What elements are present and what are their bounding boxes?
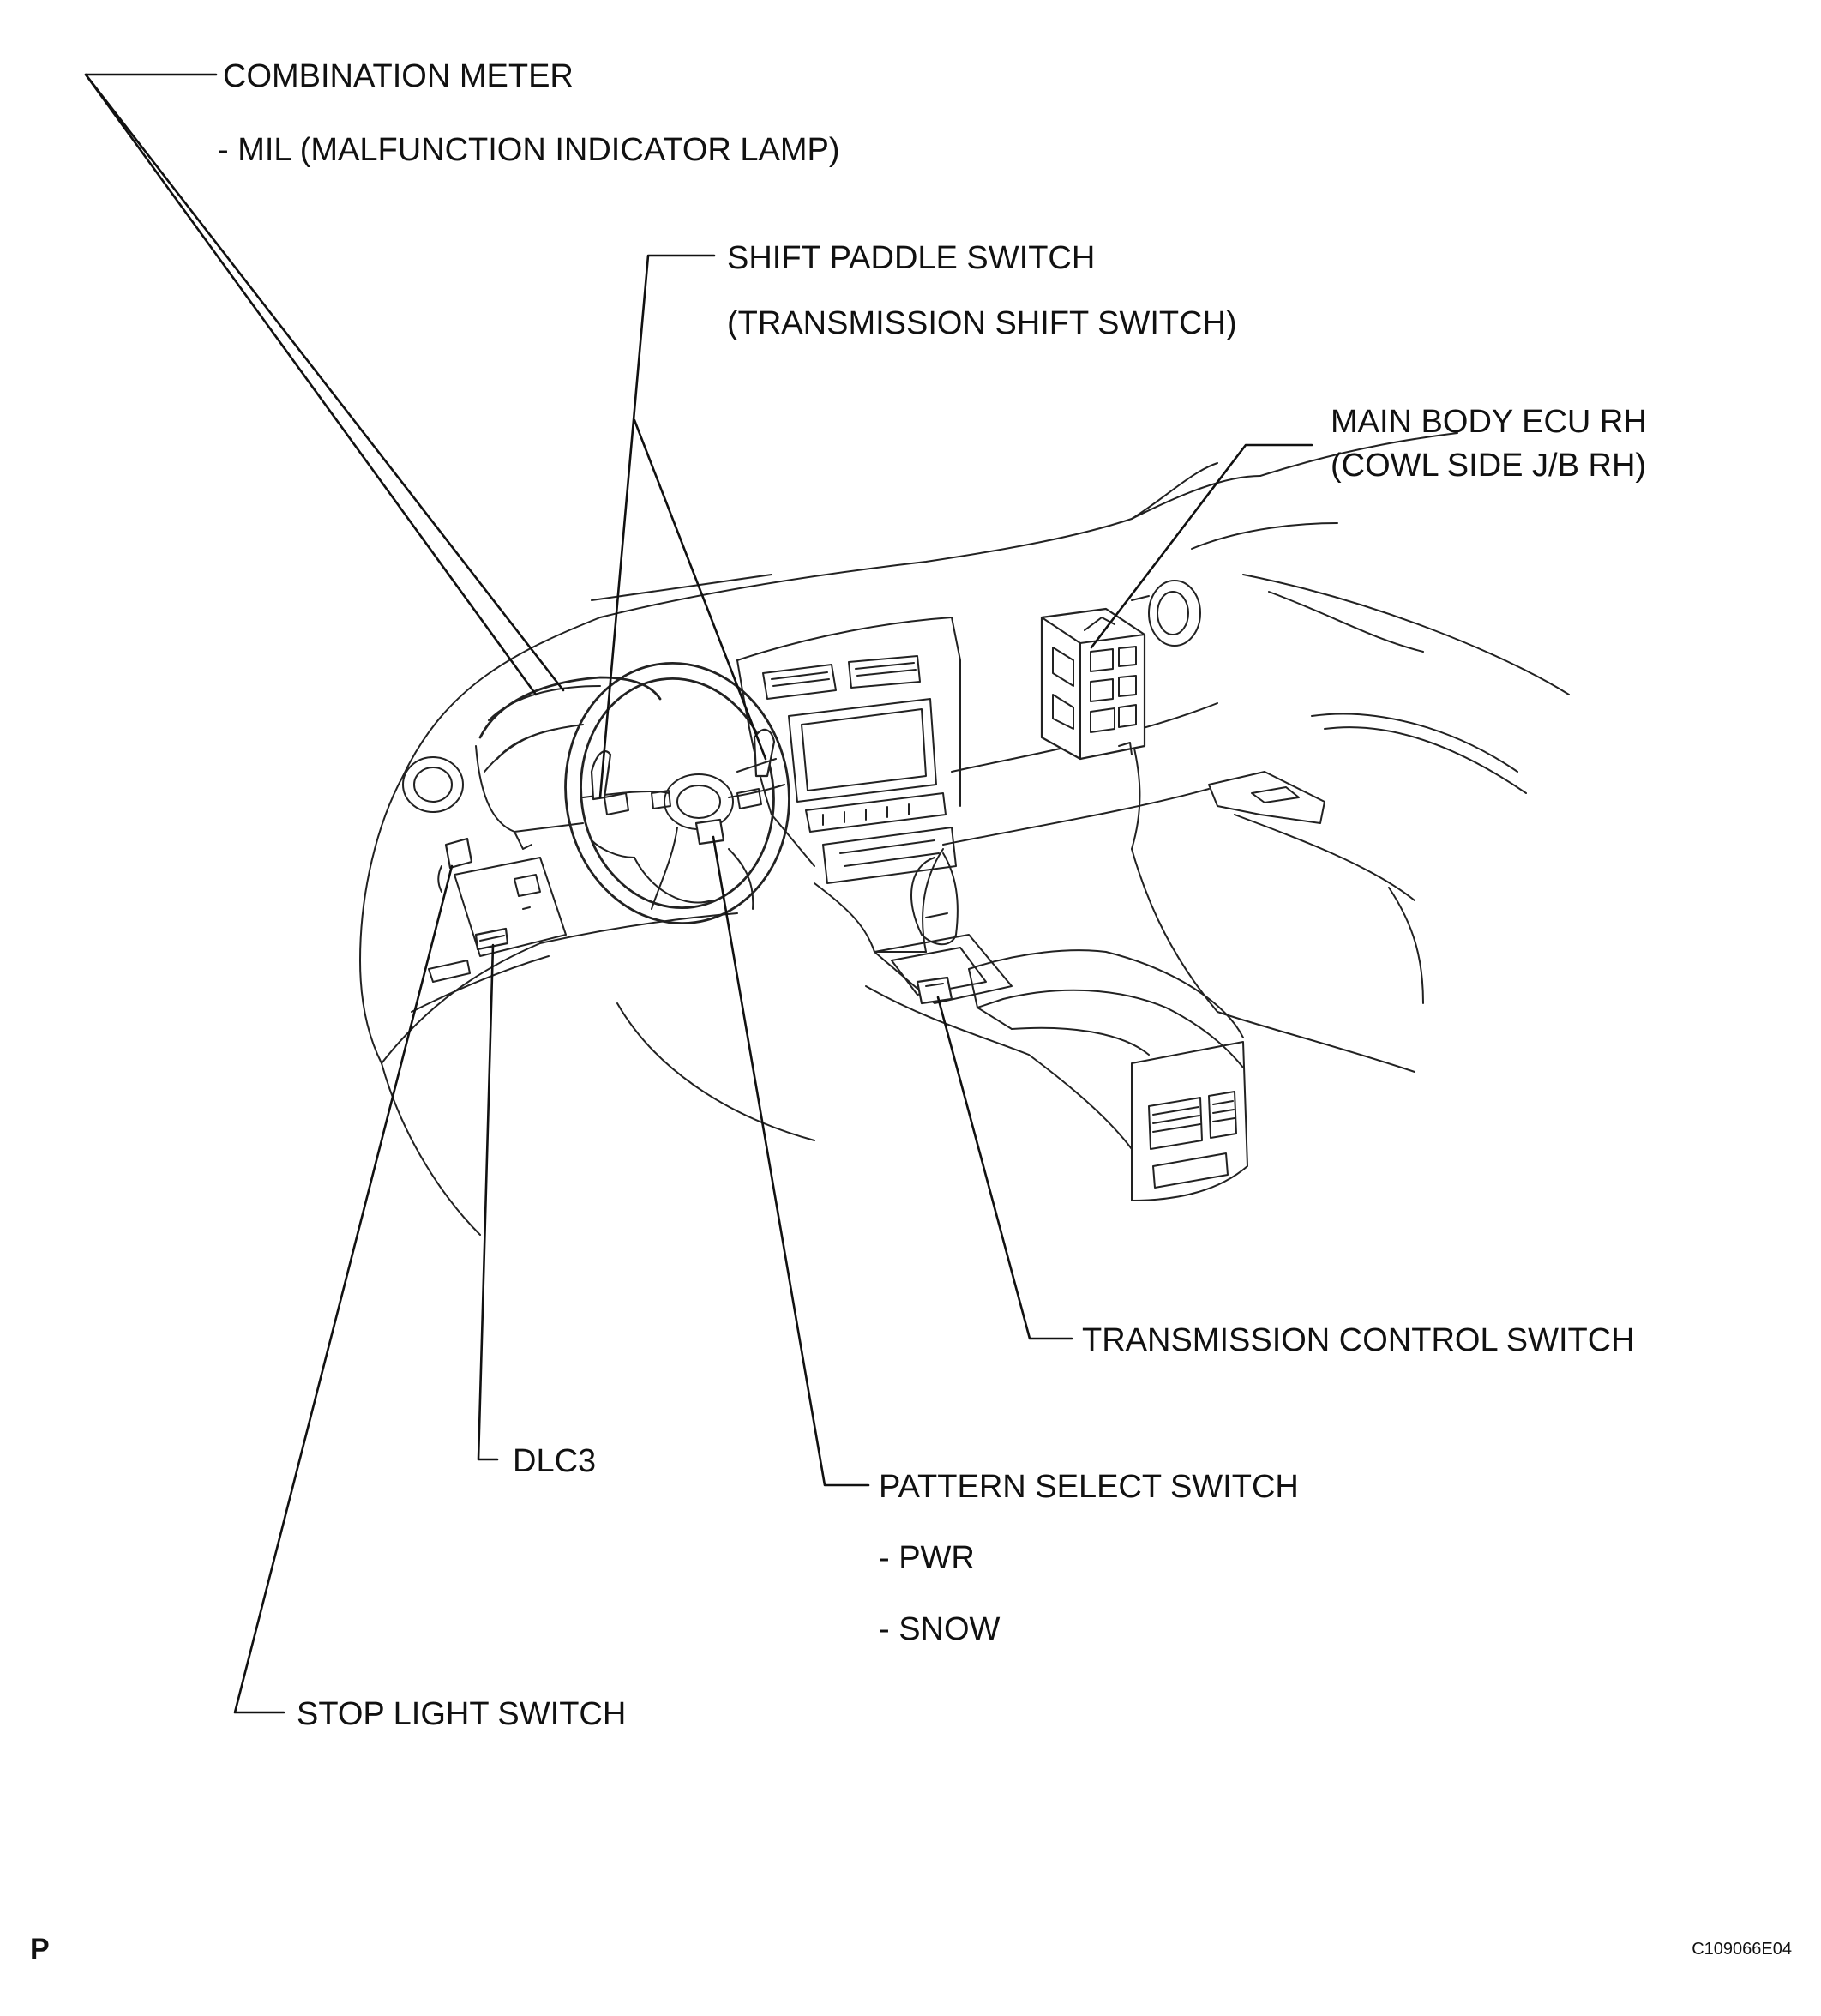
label-stop-light-switch: STOP LIGHT SWITCH [297,1696,626,1732]
leader-stop-light [233,864,454,1714]
label-pwr: - PWR [879,1540,975,1576]
label-shift-paddle-switch: SHIFT PADDLE SWITCH [727,240,1095,276]
label-transmission-control-switch: TRANSMISSION CONTROL SWITCH [1082,1322,1635,1358]
label-main-body-ecu: MAIN BODY ECU RH [1331,404,1647,440]
label-combination-meter: COMBINATION METER [223,58,574,94]
label-transmission-shift-switch: (TRANSMISSION SHIFT SWITCH) [727,305,1237,341]
label-snow: - SNOW [879,1611,1001,1647]
page-letter: P [30,1933,50,1965]
dashboard-illustration [359,432,1570,1236]
leader-shift-paddle-1 [598,254,716,799]
leader-main-body-ecu [1090,443,1313,649]
leader-shift-paddle-2 [633,418,767,761]
leader-transmission-control [936,996,1073,1340]
leader-combination-meter-2 [84,73,538,696]
label-dlc3: DLC3 [513,1443,596,1479]
label-pattern-select-switch: PATTERN SELECT SWITCH [879,1469,1299,1505]
leader-pattern-select [712,835,870,1487]
figure-code: C109066E04 [1692,1940,1792,1959]
callout-labels: COMBINATION METER - MIL (MALFUNCTION IND… [218,58,1647,1732]
leader-lines [84,73,1313,1714]
label-mil: - MIL (MALFUNCTION INDICATOR LAMP) [218,132,840,168]
leader-dlc3 [477,943,499,1461]
label-cowl-side-jb: (COWL SIDE J/B RH) [1331,448,1646,484]
main-body-ecu-drawing [1040,607,1146,761]
steering-wheel-drawing [564,661,790,925]
